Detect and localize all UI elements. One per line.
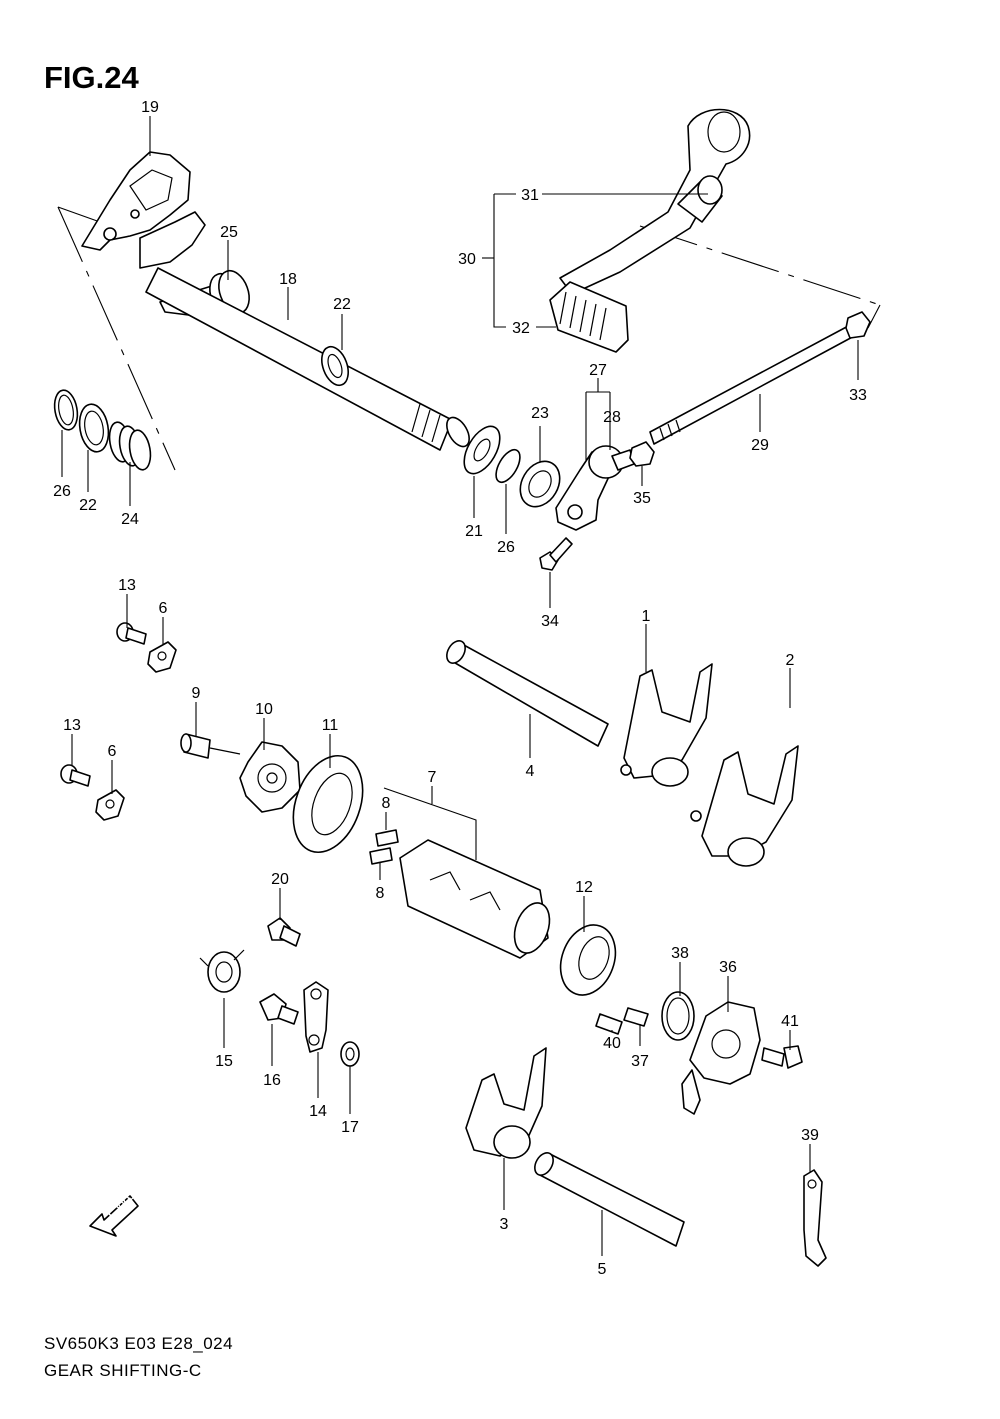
part-16-bolt: [259, 993, 299, 1025]
callout-34: 34: [541, 613, 559, 630]
callout-21: 21: [465, 523, 483, 540]
callout-8-lower: 8: [376, 885, 385, 902]
callout-38: 38: [671, 945, 689, 962]
part-32-footpeg-rubber: [549, 281, 629, 353]
callout-11: 11: [322, 717, 339, 734]
callout-23: 23: [531, 405, 549, 422]
part-26-circlip: [495, 448, 521, 484]
part-8-pin-lower: [369, 847, 393, 865]
callout-40: 40: [603, 1035, 621, 1052]
figure-title: FIG.24: [44, 60, 139, 95]
part-14-stopper-arm: [303, 981, 329, 1053]
model-code: SV650K3 E03 E28_024: [44, 1334, 234, 1353]
callout-24: 24: [121, 511, 139, 528]
callout-13-lower: 13: [63, 717, 81, 734]
part-2-shift-fork: [690, 745, 799, 867]
callout-27: 27: [589, 362, 607, 379]
callout-37: 37: [631, 1053, 649, 1070]
callout-6-upper: 6: [159, 600, 168, 617]
part-5-fork-shaft: [534, 1152, 685, 1247]
part-8-pin-upper: [375, 829, 399, 847]
callout-5: 5: [598, 1261, 607, 1278]
part-9-pin: [180, 733, 241, 759]
callout-4: 4: [526, 763, 535, 780]
callout-26: 26: [497, 539, 515, 556]
part-40-spring: [595, 1013, 623, 1035]
upper-assembly-outline: [57, 206, 881, 471]
part-26-circlip-left: [53, 389, 79, 431]
callout-8-upper: 8: [382, 795, 391, 812]
callout-39: 39: [801, 1127, 819, 1144]
part-21-washer: [463, 425, 501, 475]
leader-lines: [61, 116, 859, 1256]
part-6-stopper-plate-upper: [147, 641, 177, 673]
callout-31: 31: [521, 187, 539, 204]
diagram-caption: GEAR SHIFTING-C: [44, 1361, 202, 1380]
callout-26-left: 26: [53, 483, 71, 500]
part-37-plunger: [623, 1007, 649, 1027]
callout-1: 1: [642, 608, 651, 625]
part-10-shift-cam: [239, 741, 301, 813]
part-12-needle-bearing: [559, 924, 617, 996]
callout-10: 10: [255, 701, 273, 718]
part-20-bolt: [267, 917, 301, 947]
part-38-o-ring: [661, 991, 695, 1041]
callout-19: 19: [141, 99, 159, 116]
part-4-fork-shaft: [446, 640, 609, 747]
callout-32: 32: [512, 320, 530, 337]
callout-29: 29: [751, 437, 769, 454]
callout-22: 22: [333, 296, 351, 313]
part-19-shift-arm: [81, 151, 191, 251]
part-13-bolt-lower: [60, 764, 91, 787]
part-29-tie-rod: [649, 323, 859, 445]
part-23-oil-seal: [519, 460, 561, 508]
callout-20: 20: [271, 871, 289, 888]
callout-9: 9: [192, 685, 201, 702]
part-13-bolt-upper: [116, 622, 147, 645]
part-6-stopper-plate-lower: [95, 789, 125, 821]
part-41-bolt: [761, 1045, 803, 1069]
callout-18: 18: [279, 271, 297, 288]
callout-22-left: 22: [79, 497, 97, 514]
part-30-gearshift-lever: [559, 108, 751, 295]
part-3-shift-fork: [465, 1047, 547, 1159]
callout-41: 41: [781, 1013, 799, 1030]
part-24-return-spring: [108, 421, 152, 471]
callout-35: 35: [633, 490, 651, 507]
part-33-nut: [845, 311, 871, 339]
callout-12: 12: [575, 879, 593, 896]
part-35-nut: [629, 441, 655, 467]
callout-2: 2: [786, 652, 795, 669]
callout-6-lower: 6: [108, 743, 117, 760]
part-7-shift-drum: [399, 839, 551, 959]
callout-28: 28: [603, 409, 621, 426]
callout-17: 17: [341, 1119, 359, 1136]
callout-13-upper: 13: [118, 577, 136, 594]
part-22-washer: [321, 345, 349, 387]
part-11-bearing: [292, 754, 364, 854]
part-22-washer-left: [78, 403, 110, 453]
part-1-shift-fork: [620, 663, 713, 787]
callout-16: 16: [263, 1072, 281, 1089]
part-36-gear-position-switch: [681, 1001, 761, 1115]
fwd-arrow-icon: FWD: [89, 1185, 140, 1237]
callout-3: 3: [500, 1216, 509, 1233]
callout-15: 15: [215, 1053, 233, 1070]
callout-labels: 19 25 18 22 31 30 32 27 28 23 33 29 26 2…: [53, 99, 867, 1278]
callout-36: 36: [719, 959, 737, 976]
callout-14: 14: [309, 1103, 327, 1120]
callout-25: 25: [220, 224, 238, 241]
part-15-spring: [199, 949, 245, 993]
callout-7: 7: [428, 769, 437, 786]
part-18-shift-shaft: [145, 267, 470, 451]
part-39-clamp: [803, 1169, 827, 1267]
part-17-washer: [340, 1041, 360, 1067]
part-28-ball-joint: [588, 445, 635, 479]
callout-33: 33: [849, 387, 867, 404]
part-34-bolt: [539, 537, 573, 571]
callout-30: 30: [458, 251, 476, 268]
